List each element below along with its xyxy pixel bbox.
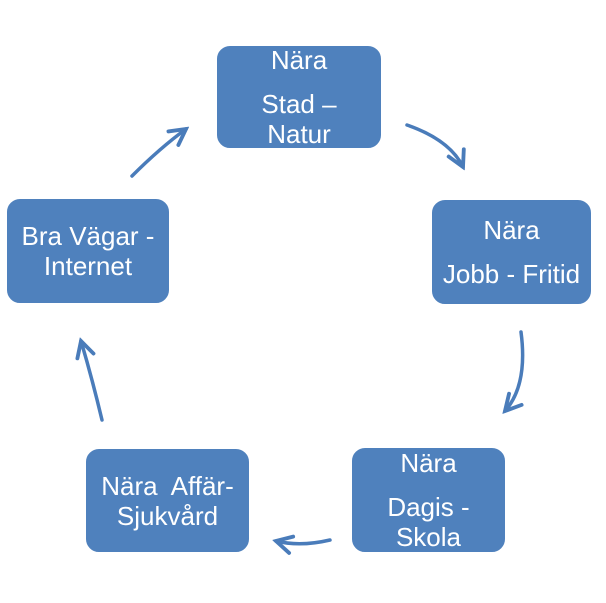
node-line: Dagis - — [387, 492, 470, 522]
arrow-top-to-right-icon — [405, 123, 463, 167]
node-line: Bra Vägar - — [21, 221, 155, 251]
node-stad-natur: Nära Stad – Natur — [213, 42, 385, 152]
arrow-left-to-top-icon — [130, 129, 186, 178]
node-line: Nära — [483, 215, 540, 245]
arrow-bottom-left-to-left-icon — [81, 341, 104, 422]
arrow-right-to-bottom-right-icon — [505, 330, 525, 411]
node-line: Jobb - Fritid — [442, 259, 581, 289]
node-affar-sjukvard: Nära Affär- Sjukvård — [82, 445, 253, 556]
node-line: Nära — [400, 448, 457, 478]
node-line: Nära Affär- — [101, 470, 234, 501]
node-line: Sjukvård — [116, 500, 219, 531]
node-line: Stad – — [261, 89, 337, 119]
node-vagar-internet: Bra Vägar - Internet — [3, 195, 173, 307]
node-line: Natur — [267, 119, 331, 149]
node-line: Internet — [43, 251, 133, 281]
node-jobb-fritid: Nära Jobb - Fritid — [428, 196, 595, 308]
arrow-bottom-right-to-bottom-left-icon — [276, 540, 332, 544]
node-dagis-skola: Nära Dagis - Skola — [348, 444, 509, 556]
node-line: Skola — [395, 522, 462, 552]
node-line: Nära — [270, 45, 328, 75]
